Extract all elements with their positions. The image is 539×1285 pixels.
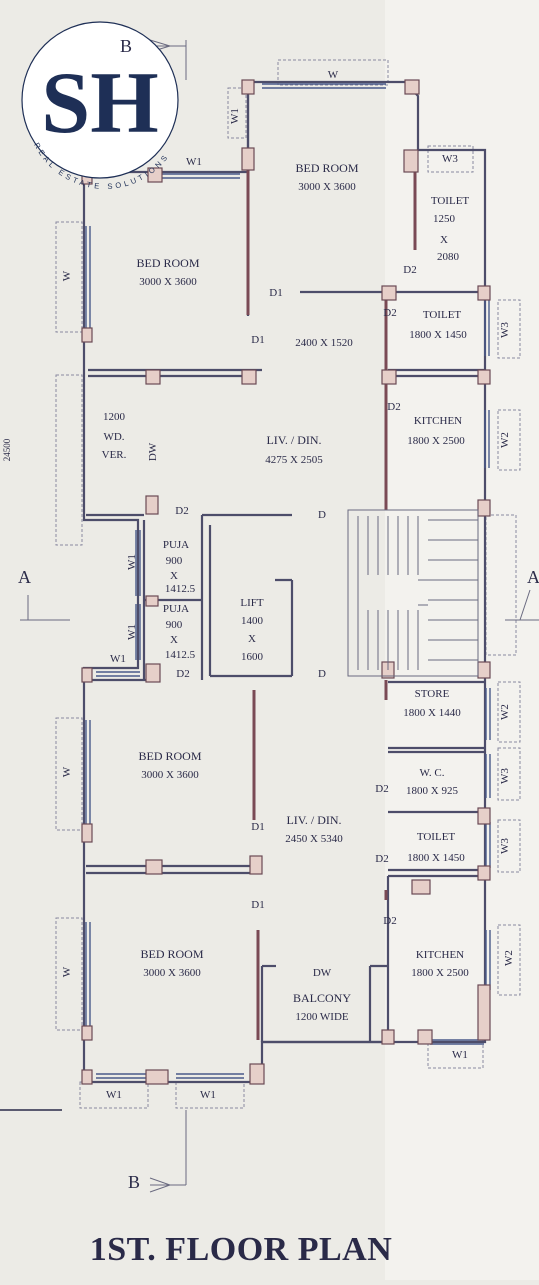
structural-columns xyxy=(81,79,491,1085)
room-size-balcony: 1200 WIDE xyxy=(295,1011,349,1023)
room-name-store: STORE xyxy=(415,688,450,700)
partitions xyxy=(246,150,417,1040)
logo-monogram: SH xyxy=(41,55,158,152)
room-name-lift: LIFT xyxy=(240,597,264,609)
window-projections xyxy=(55,59,521,1109)
staircase xyxy=(347,509,479,677)
room-name-kitchen1: KITCHEN xyxy=(414,415,462,427)
room-size-toilet2: 1800 X 1450 xyxy=(409,329,467,341)
room-height-toilet1: 2080 xyxy=(437,251,460,263)
section-marker-a-left: A xyxy=(18,567,31,587)
label-d1-bed3: D1 xyxy=(251,821,264,833)
room-width-puja1: 900 xyxy=(166,555,183,567)
room-name-puja2: PUJA xyxy=(163,603,189,615)
label-w3-toilet2: W3 xyxy=(499,322,511,338)
room-x-toilet1: X xyxy=(440,234,448,246)
wd-label-1: WD. xyxy=(103,431,124,443)
passage-size: 2400 X 1520 xyxy=(295,337,353,349)
room-name-puja1: PUJA xyxy=(163,539,189,551)
label-d2-toilet1: D2 xyxy=(403,264,416,276)
room-x-puja1: X xyxy=(170,570,178,582)
label-d1-bed1: D1 xyxy=(269,287,282,299)
label-w2-kitchen1: W2 xyxy=(499,432,511,448)
room-name-toilet3: TOILET xyxy=(417,831,456,843)
label-d2-toilet3: D2 xyxy=(375,853,388,865)
label-w1-kitchen2: W1 xyxy=(452,1049,468,1061)
label-w2-kitchen2: W2 xyxy=(503,950,515,966)
room-size-bed3: 3000 X 3600 xyxy=(141,769,199,781)
label-w1-top: W1 xyxy=(229,108,241,124)
room-width-puja2: 900 xyxy=(166,619,183,631)
room-size-kitchen2: 1800 X 2500 xyxy=(411,967,469,979)
room-size-liv1: 4275 X 2505 xyxy=(265,454,323,466)
label-w3-wc: W3 xyxy=(499,768,511,784)
room-name-kitchen2: KITCHEN xyxy=(416,949,464,961)
brand-logo: SH REAL ESTATE SOLUTIONS xyxy=(21,21,179,191)
label-w-top: W xyxy=(328,69,339,81)
room-height-lift: 1600 xyxy=(241,651,264,663)
section-lines xyxy=(0,39,539,1193)
room-name-toilet1: TOILET xyxy=(431,195,470,207)
dw-left-label: DW xyxy=(147,442,159,461)
plan-title: 1ST. FLOOR PLAN xyxy=(90,1231,393,1268)
label-w1-puja2: W1 xyxy=(126,624,138,640)
room-name-balcony: BALCONY xyxy=(293,991,351,1005)
room-width-toilet1: 1250 xyxy=(433,213,456,225)
label-w1-bed3: W1 xyxy=(110,653,126,665)
label-d2-puja2: D2 xyxy=(176,668,189,680)
room-width-lift: 1400 xyxy=(241,615,264,627)
window-glazing xyxy=(85,83,491,1079)
logo-circle xyxy=(21,21,179,179)
room-name-bed3: BED ROOM xyxy=(138,749,201,763)
room-name-liv2: LIV. / DIN. xyxy=(286,813,341,827)
room-name-toilet2: TOILET xyxy=(423,309,462,321)
room-size-kitchen1: 1800 X 2500 xyxy=(407,435,465,447)
room-name-wc: W. C. xyxy=(420,767,445,779)
label-w3-toilet3: W3 xyxy=(499,838,511,854)
section-marker-b-top: B xyxy=(120,36,132,56)
room-size-bed2: 3000 X 3600 xyxy=(139,276,197,288)
label-d1-bed2: D1 xyxy=(251,334,264,346)
room-size-liv2: 2450 X 5340 xyxy=(285,833,343,845)
label-d1-bed4: D1 xyxy=(251,899,264,911)
label-d-entry-top: D xyxy=(318,509,326,521)
label-w3-toilet1: W3 xyxy=(442,153,458,165)
opening-labels: W W1 W1 W3 W W3 W2 W1 W1 W1 W2 W3 W3 W W… xyxy=(61,69,515,1101)
label-w-bed4: W xyxy=(61,966,73,977)
wd-label-2: VER. xyxy=(102,449,127,461)
section-marker-a-right: A xyxy=(527,567,539,587)
room-size-wc: 1800 X 925 xyxy=(406,785,458,797)
room-x-lift: X xyxy=(248,633,256,645)
room-size-bed4: 3000 X 3600 xyxy=(143,967,201,979)
room-name-bed1: BED ROOM xyxy=(295,161,358,175)
room-name-bed2: BED ROOM xyxy=(136,256,199,270)
label-w-bed2: W xyxy=(61,270,73,281)
label-w-bed3: W xyxy=(61,766,73,777)
label-d2-kitchen1: D2 xyxy=(387,401,400,413)
label-d-entry-bottom: D xyxy=(318,668,326,680)
room-size-store: 1800 X 1440 xyxy=(403,707,461,719)
room-height-puja1: 1412.5 xyxy=(165,583,196,595)
label-d2-puja1: D2 xyxy=(175,505,188,517)
room-name-liv1: LIV. / DIN. xyxy=(266,433,321,447)
wd-size: 1200 xyxy=(103,411,126,423)
label-w1-bottom-left: W1 xyxy=(106,1089,122,1101)
label-w1-bed2: W1 xyxy=(186,156,202,168)
overall-dimension: 24500 xyxy=(2,438,12,461)
room-x-puja2: X xyxy=(170,634,178,646)
label-w2-store: W2 xyxy=(499,704,511,720)
room-name-bed4: BED ROOM xyxy=(140,947,203,961)
section-marker-b-bottom: B xyxy=(128,1172,140,1192)
label-d2-kitchen2: D2 xyxy=(383,915,396,927)
label-d2-wc: D2 xyxy=(375,783,388,795)
label-w1-puja1: W1 xyxy=(126,554,138,570)
room-size-toilet3: 1800 X 1450 xyxy=(407,852,465,864)
label-d2-toilet2: D2 xyxy=(383,307,396,319)
label-w1-bottom-right: W1 xyxy=(200,1089,216,1101)
balcony-dw: DW xyxy=(313,967,332,979)
room-height-puja2: 1412.5 xyxy=(165,649,196,661)
room-size-bed1: 3000 X 3600 xyxy=(298,181,356,193)
